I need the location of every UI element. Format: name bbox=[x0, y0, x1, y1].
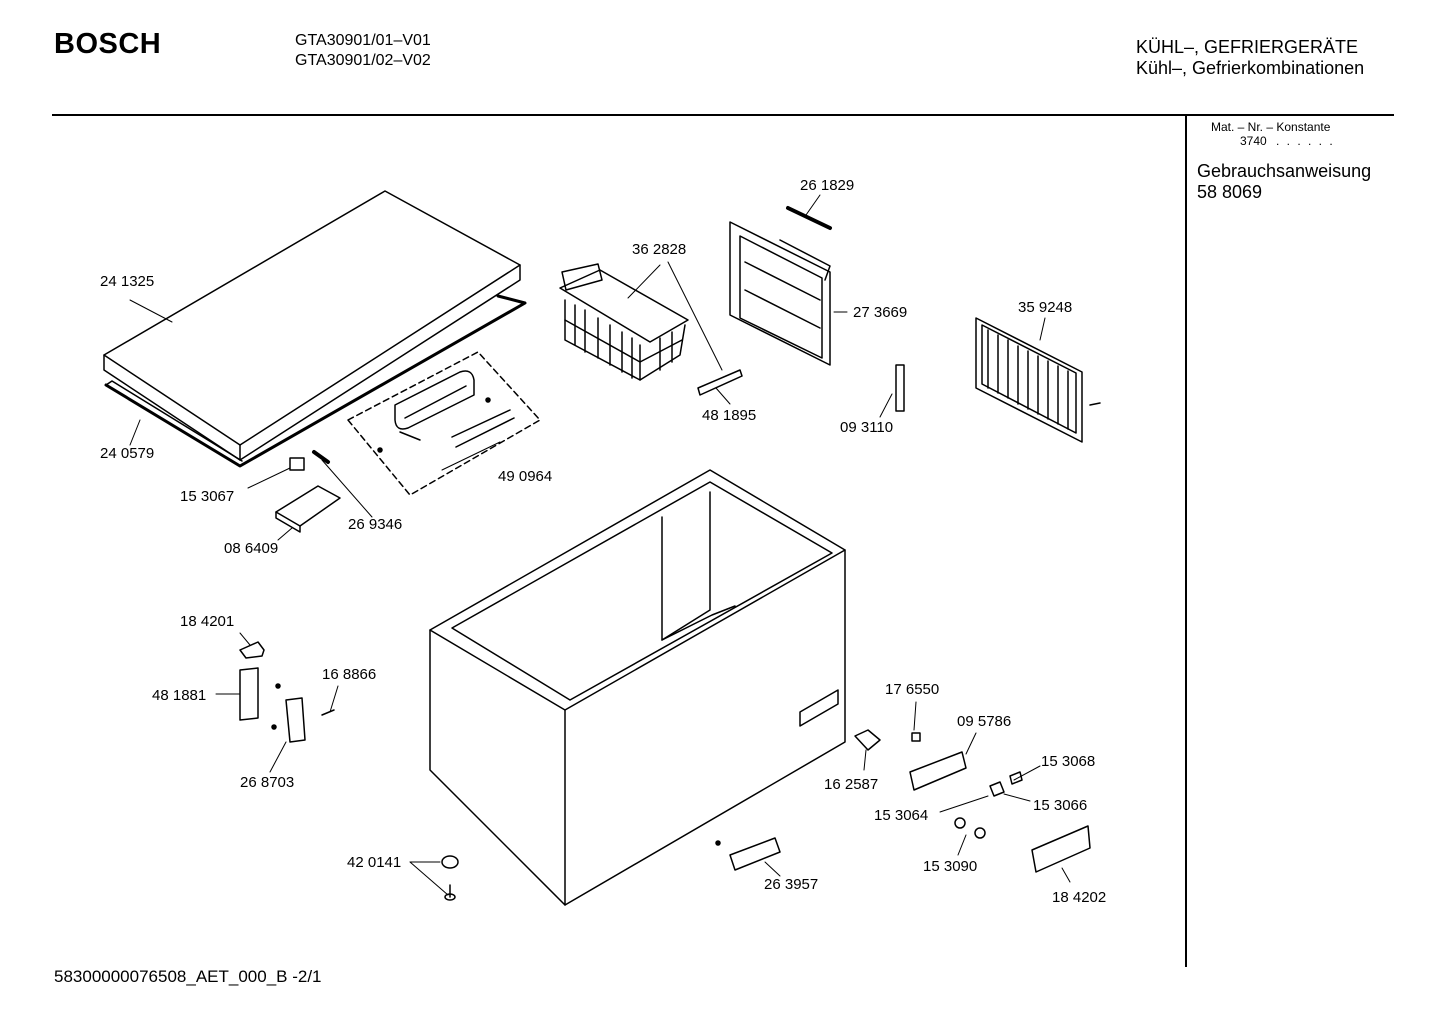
part-label: 26 8703 bbox=[240, 774, 295, 791]
part-label: 18 4201 bbox=[180, 613, 235, 630]
header-divider bbox=[52, 114, 1394, 116]
hinge-pin-drawing bbox=[786, 206, 832, 230]
part-label: 18 4202 bbox=[1052, 889, 1107, 906]
part-label: 24 1325 bbox=[100, 273, 155, 290]
manual-title: Gebrauchsanweisung bbox=[1197, 161, 1372, 181]
part-label: 15 3066 bbox=[1033, 797, 1088, 814]
handle-assembly-drawing bbox=[347, 351, 541, 496]
flap-drawing bbox=[729, 221, 831, 366]
rod-drawing bbox=[895, 364, 905, 412]
part-label: 24 0579 bbox=[100, 445, 155, 462]
hinge-parts-drawing bbox=[239, 641, 335, 743]
part-label: 27 3669 bbox=[853, 304, 908, 321]
document-id: 58300000076508_AET_000_B -2/1 bbox=[54, 967, 322, 986]
category-subtitle: Kühl–, Gefrierkombinationen bbox=[1136, 58, 1365, 78]
control-parts-drawing bbox=[854, 729, 1091, 873]
wire-basket-drawing bbox=[559, 263, 689, 381]
part-label: 26 9346 bbox=[348, 516, 403, 533]
part-label: 26 3957 bbox=[764, 876, 819, 893]
part-label: 15 3090 bbox=[923, 858, 978, 875]
part-label: 49 0964 bbox=[498, 468, 553, 485]
part-label: 48 1881 bbox=[152, 687, 207, 704]
part-label: 17 6550 bbox=[885, 681, 940, 698]
leader-lines bbox=[129, 194, 1071, 896]
grille-drawing bbox=[975, 317, 1101, 443]
feet-drawing bbox=[441, 855, 459, 901]
lid-drawing bbox=[103, 190, 521, 461]
model-number-2: GTA30901/02–V02 bbox=[295, 52, 431, 69]
manual-number: 58 8069 bbox=[1197, 182, 1263, 202]
part-label: 35 9248 bbox=[1018, 299, 1073, 316]
gasket-drawing bbox=[104, 294, 527, 468]
divider-drawing bbox=[697, 369, 743, 396]
part-label: 09 3110 bbox=[840, 419, 894, 436]
material-number-dots: . . . . . . bbox=[1276, 134, 1335, 148]
model-number-1: GTA30901/01–V01 bbox=[295, 32, 431, 49]
part-label: 42 0141 bbox=[347, 854, 402, 871]
part-label: 16 2587 bbox=[824, 776, 879, 793]
brand-logo: BOSCH bbox=[54, 28, 162, 60]
part-label: 15 3064 bbox=[874, 807, 929, 824]
part-label: 48 1895 bbox=[702, 407, 757, 424]
part-label: 09 5786 bbox=[957, 713, 1012, 730]
cabinet-drawing bbox=[429, 469, 846, 906]
material-number-label: Mat. – Nr. – Konstante bbox=[1211, 120, 1331, 134]
recess-drawing bbox=[715, 837, 781, 871]
part-label: 15 3067 bbox=[180, 488, 235, 505]
part-label: 15 3068 bbox=[1041, 753, 1096, 770]
category-title: KÜHL–, GEFRIERGERÄTE bbox=[1136, 37, 1359, 57]
part-label: 36 2828 bbox=[632, 241, 687, 258]
material-number-value: 3740 bbox=[1240, 134, 1267, 148]
lid-small-parts-drawing bbox=[275, 450, 341, 533]
part-label: 08 6409 bbox=[224, 540, 279, 557]
sidebar-divider bbox=[1185, 116, 1187, 967]
part-label: 16 8866 bbox=[322, 666, 377, 683]
part-label: 26 1829 bbox=[800, 177, 855, 194]
